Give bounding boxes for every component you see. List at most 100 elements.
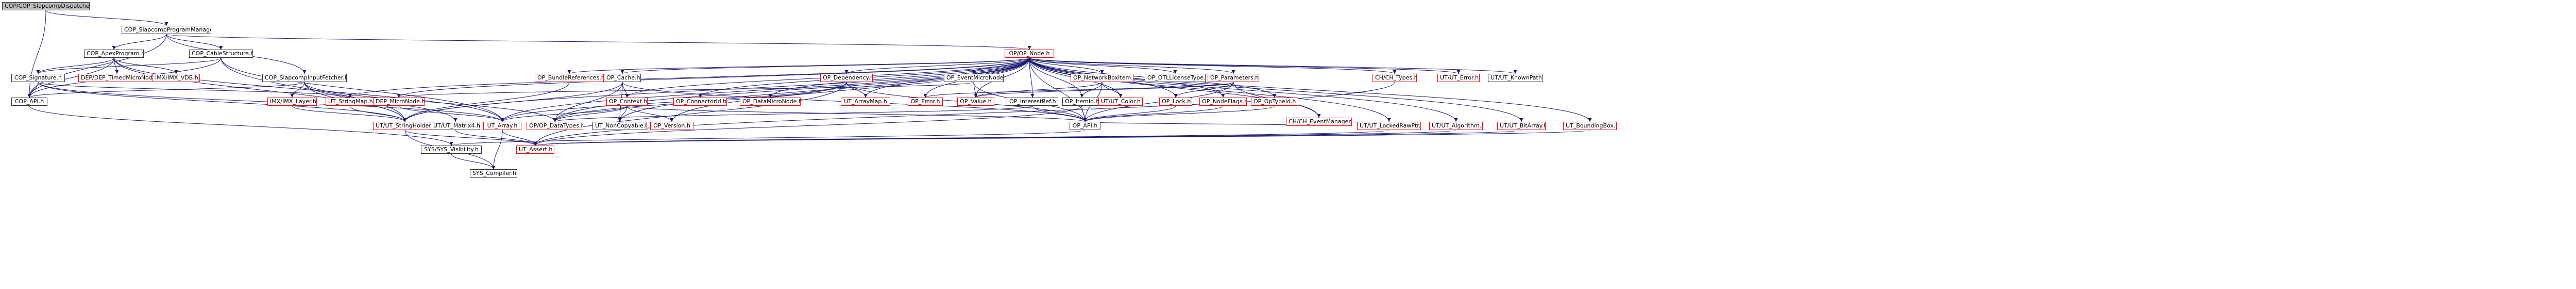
edge-n_ut_algorithm-to-n_ut_assert (534, 130, 1456, 146)
edge-n_op_context-to-n_op_api (626, 105, 1087, 122)
node-op-dependency[interactable]: OP_Dependency.h (820, 74, 873, 82)
node-ut-stringmap[interactable]: UT_StringMap.h (326, 98, 374, 106)
node-op-parameters[interactable]: OP_Parameters.h (1208, 74, 1259, 82)
node-imx-layer[interactable]: IMX/IMX_Layer.h (267, 98, 317, 106)
edge-n_sif-to-n_cop_api (27, 82, 305, 98)
edge-n_node-to-n_op_eventmicro (972, 57, 1030, 74)
node-ch-types[interactable]: CH/CH_Types.h (1372, 74, 1417, 82)
edge-n_ut_lockedraw-to-n_ut_assert (534, 130, 1389, 146)
edge-n_node-to-n_ut_error (1029, 57, 1461, 74)
node-op-interest-ref[interactable]: OP_InterestRef.h (1007, 98, 1058, 106)
edge-n_node-to-n_ut_stringmap (348, 57, 1030, 98)
node-op-event-micro-node[interactable]: OP_EventMicroNode.h (944, 74, 1004, 82)
edge-n_spm-to-n_node (166, 34, 1031, 50)
edge-n_spm-to-n_cable (166, 34, 223, 50)
edge-n_node-to-n_op_netbox (1029, 57, 1104, 74)
node-op-data-micro-node[interactable]: OP_DataMicroNode.h (740, 98, 801, 106)
edge-n_sys_vis-to-n_sys_compiler (451, 153, 496, 170)
edge-n_sif-to-n_imx_layer (290, 82, 305, 98)
edge-n_ut_stringmap-to-n_ut_stringholder (349, 105, 407, 122)
edge-n_op_nodeflags-to-n_op_api (1083, 105, 1224, 122)
node-op-op-type-id[interactable]: OP_OpTypeId.h (1251, 98, 1298, 106)
node-cop-signature[interactable]: COP_Signature.h (11, 74, 65, 82)
node-slapcomp-input-fetcher[interactable]: COP_SlapcompInputFetcher.h (262, 74, 347, 82)
node-ut-bitarray[interactable]: UT/UT_BitArray.h (1497, 122, 1546, 130)
edge-n_cable-to-n_ut_array (221, 57, 504, 122)
edge-n_apex-to-n_imx_vdb (113, 57, 178, 74)
edge-n_cable-to-n_sig (36, 57, 222, 74)
edge-n_op_itemid-to-n_ut_assert (533, 105, 1082, 146)
node-op-otl-license-type[interactable]: OP_OTLLicenseType.h (1145, 74, 1206, 82)
edge-n_dep_micro-to-n_ut_array (398, 105, 504, 122)
node-ch-event-manager[interactable]: CH/CH_EventManager.h (1286, 118, 1352, 126)
edge-n_cable-to-n_ut_stringholder (221, 57, 407, 122)
edge-n_node-to-n_op_itemid (1029, 57, 1084, 98)
node-cop-api[interactable]: COP_API.h (11, 98, 47, 106)
node-slapcomp-program-manager[interactable]: COP_SlapcompProgramManager.h (122, 26, 211, 34)
edge-n_op_lock-to-n_op_api (1083, 105, 1176, 122)
node-op-cache[interactable]: OP_Cache.h (604, 74, 641, 82)
node-imx-vdb[interactable]: IMX/IMX_VDB.h (152, 74, 200, 82)
node-sys-visibility[interactable]: SYS/SYS_Visibility.h (421, 146, 482, 154)
node-op-bundle-references[interactable]: OP_BundleReferences.h (535, 74, 604, 82)
node-ut-array[interactable]: UT_Array.h (483, 122, 521, 130)
node-op-node[interactable]: OP/OP_Node.h (1005, 50, 1054, 58)
node-ut-bounding-box[interactable]: UT_BoundingBox.h (1563, 122, 1617, 130)
node-ut-locked-raw-ptr[interactable]: UT/UT_LockedRawPtr.h (1357, 122, 1421, 130)
edge-n_op_params-to-n_op_error (923, 82, 1234, 98)
edge-n_ut_stringholder-to-n_ut_assert (404, 130, 537, 146)
edge-n_root-to-n_cop_api (27, 10, 46, 98)
edge-n_sif-to-n_op_datatypes (304, 82, 557, 122)
edge-n_spm-to-n_cop_api (27, 34, 167, 98)
node-op-node-flags[interactable]: OP_NodeFlags.h (1199, 98, 1247, 106)
edge-n_op_eventmicro-to-n_dep_micro (397, 82, 974, 98)
edge-n_op_eventmicro-to-n_op_value (973, 82, 978, 98)
node-op-error[interactable]: OP_Error.h (908, 98, 943, 106)
node-ut-stringholder[interactable]: UT/UT_StringHolder.h (373, 122, 437, 130)
edge-n_node-to-n_ut_knownpath (1029, 57, 1517, 74)
edge-n_op_dependency-to-n_ut_arraymap (846, 82, 868, 98)
node-ut-matrix4[interactable]: UT/UT_Matrix4.h (431, 122, 480, 130)
edge-n_op_optypeid-to-n_op_api (1083, 105, 1275, 122)
node-op-lock[interactable]: OP_Lock.h (1159, 98, 1192, 106)
node-op-version[interactable]: OP_Version.h (650, 122, 693, 130)
node-ut-known-path[interactable]: UT/UT_KnownPath.h (1488, 74, 1543, 82)
edge-n_node-to-n_op_dependency (844, 57, 1030, 74)
node-ut-arraymap[interactable]: UT_ArrayMap.h (841, 98, 890, 106)
edge-n_sig-to-n_ut_stringmap (38, 82, 352, 98)
node-root[interactable]: COP/COP_SlapcompDispatcher.h (2, 2, 90, 10)
edge-n_op_netbox-to-n_op_value (974, 82, 1103, 98)
node-dep-timed-micro-node[interactable]: DEP/DEP_TimedMicroNode.h (78, 74, 156, 82)
edge-n_imx_layer-to-n_ut_stringholder (292, 105, 407, 122)
edge-n_op_params-to-n_op_lock (1174, 82, 1234, 98)
edge-n_node-to-n_ut_lockedraw (1029, 57, 1391, 122)
edge-n_op_dependency-to-n_ut_assert (533, 82, 847, 146)
node-dep-micro-node[interactable]: DEP_MicroNode.h (373, 98, 425, 106)
node-ut-noncopyable[interactable]: UT_NonCopyable.h (592, 122, 647, 130)
node-op-context[interactable]: OP_Context.h (606, 98, 648, 106)
edge-n_ut_matrix4-to-n_ut_assert (455, 130, 537, 146)
edge-n_node-to-n_op_datatypes (553, 57, 1030, 122)
node-op-connector-id[interactable]: OP_ConnectorId.h (673, 98, 727, 106)
node-ut-algorithm[interactable]: UT/UT_Algorithm.h (1429, 122, 1483, 130)
node-cable-structure[interactable]: COP_CableStructure.h (189, 50, 253, 58)
node-ut-error[interactable]: UT/UT_Error.h (1437, 74, 1480, 82)
edge-n_op_params-to-n_op_value (974, 82, 1234, 98)
node-op-value[interactable]: OP_Value.h (957, 98, 994, 106)
node-sys-compiler[interactable]: SYS_Compiler.h (470, 169, 517, 178)
edge-n_node-to-n_ch_types (1029, 57, 1397, 74)
edge-n_op_cache-to-n_ut_stringholder (403, 82, 623, 122)
node-op-api[interactable]: OP_API.h (1070, 122, 1100, 130)
node-op-item-id[interactable]: OP_ItemId.h (1062, 98, 1101, 106)
node-ut-assert[interactable]: UT_Assert.h (516, 146, 554, 154)
node-ut-color[interactable]: UT/UT_Color.h (1098, 98, 1143, 106)
node-apex-program[interactable]: COP_ApexProgram.h (84, 50, 144, 58)
node-op-datatypes[interactable]: OP/OP_DataTypes.h (527, 122, 583, 130)
edge-n_node-to-n_op_version (670, 57, 1030, 122)
edge-n_apex-to-n_cop_api (27, 57, 114, 98)
edge-n_sig-to-n_ut_stringholder (38, 82, 407, 122)
edge-n_ch_types-to-n_ut_assert (533, 82, 1395, 146)
node-op-network-box-item[interactable]: OP_NetworkBoxItem.h (1071, 74, 1133, 82)
